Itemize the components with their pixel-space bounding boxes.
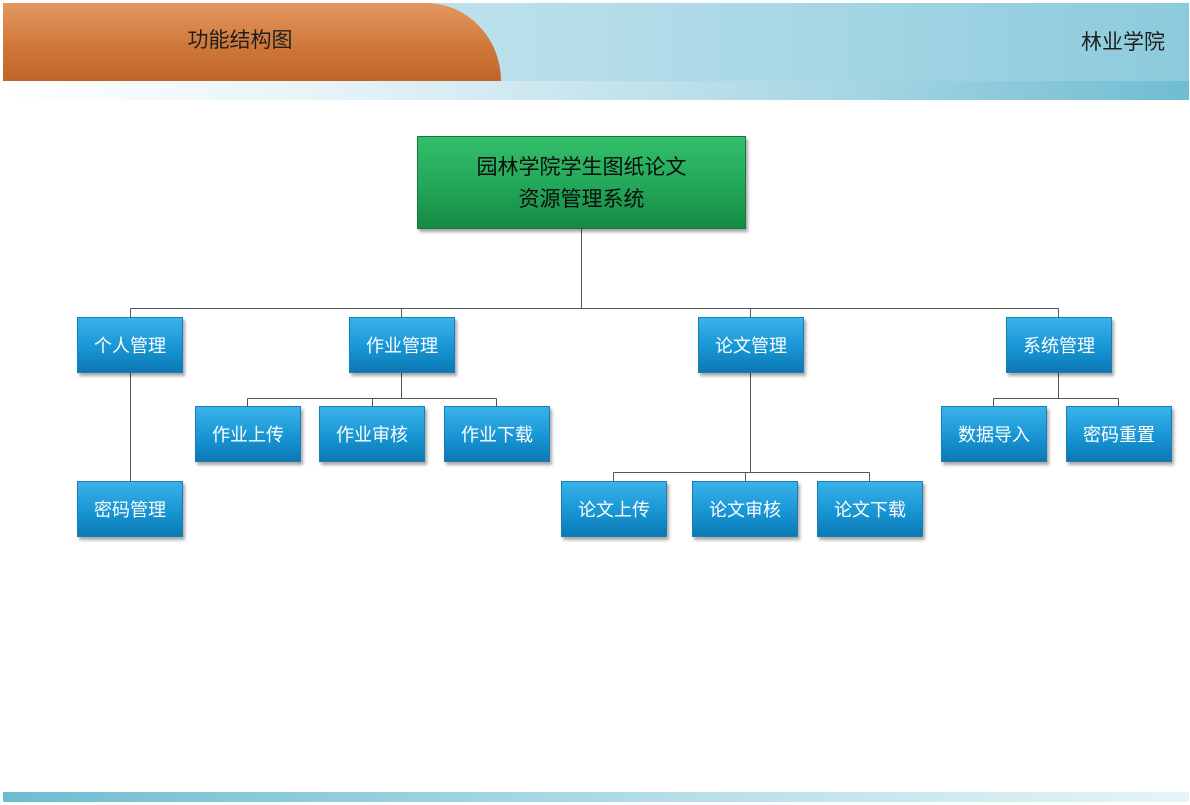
node-personal-management: 个人管理 bbox=[77, 317, 183, 373]
node-thesis-management: 论文管理 bbox=[698, 317, 804, 373]
header-gradient-strip bbox=[3, 81, 1189, 100]
org-name: 林业学院 bbox=[1081, 30, 1165, 54]
node-homework-management: 作业管理 bbox=[349, 317, 455, 373]
root-node-line1: 园林学院学生图纸论文 bbox=[476, 154, 687, 179]
header-title-tab bbox=[3, 3, 501, 81]
node-thesis-review: 论文审核 bbox=[692, 481, 798, 537]
page-title: 功能结构图 bbox=[187, 28, 293, 52]
node-homework-upload: 作业上传 bbox=[195, 406, 301, 462]
root-node-line2: 资源管理系统 bbox=[518, 186, 645, 211]
node-homework-review: 作业审核 bbox=[319, 406, 425, 462]
node-system-management: 系统管理 bbox=[1006, 317, 1112, 373]
node-password-reset: 密码重置 bbox=[1066, 406, 1172, 462]
node-homework-download: 作业下载 bbox=[444, 406, 550, 462]
node-data-import: 数据导入 bbox=[941, 406, 1047, 462]
node-thesis-upload: 论文上传 bbox=[561, 481, 667, 537]
footer-bar bbox=[3, 792, 1189, 802]
node-password-management: 密码管理 bbox=[77, 481, 183, 537]
node-thesis-download: 论文下载 bbox=[817, 481, 923, 537]
root-node: 园林学院学生图纸论文 资源管理系统 bbox=[417, 136, 746, 229]
